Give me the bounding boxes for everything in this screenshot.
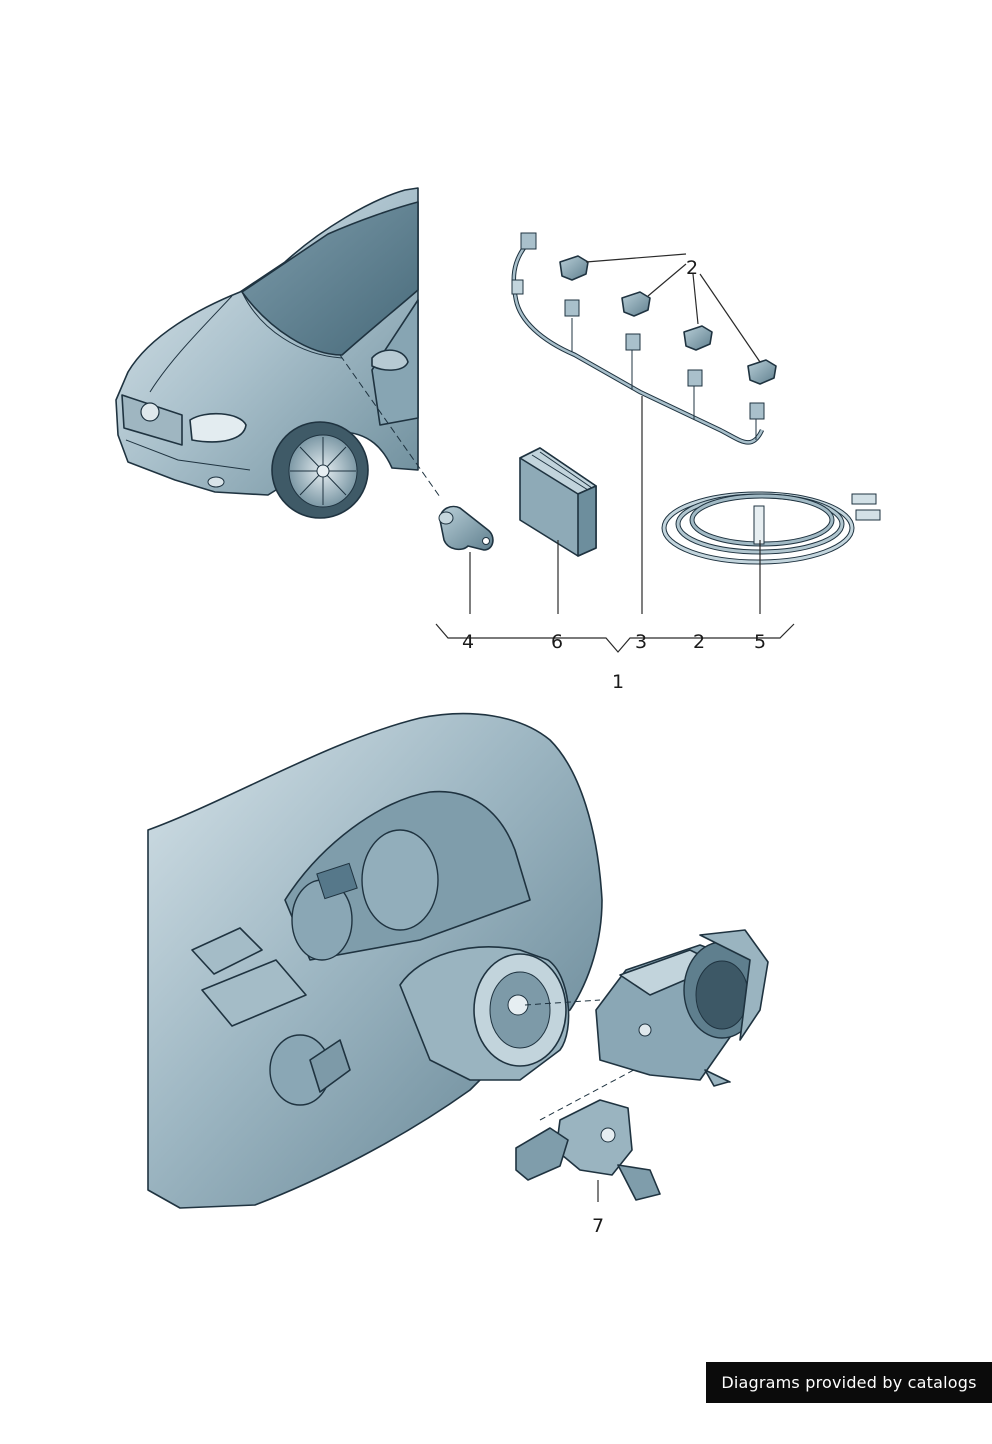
callout-2-top: 2 [686, 257, 698, 279]
mirror [371, 349, 409, 371]
dashboard-illustration [147, 712, 603, 1209]
part-5-cable [661, 491, 881, 565]
callout-5: 5 [754, 631, 766, 653]
callout-4: 4 [462, 631, 474, 653]
leader-lines-upper [435, 253, 795, 653]
credit-banner: Diagrams provided by catalogs parts [706, 1362, 992, 1433]
part-2-parking-sensors [559, 255, 777, 385]
callout-1: 1 [612, 671, 624, 693]
part-4-sensor [438, 505, 494, 551]
callout-6: 6 [551, 631, 563, 653]
callout-2-bottom: 2 [693, 631, 705, 653]
windshield [241, 201, 419, 356]
front-wheel [271, 421, 369, 519]
part-7-steering-column-switch [515, 929, 769, 1201]
speedometer [361, 829, 439, 931]
part-3-wiring-harness [511, 232, 765, 445]
callout-3: 3 [635, 631, 647, 653]
vw-badge [140, 402, 160, 422]
fog-light [207, 476, 225, 488]
headlight [189, 412, 247, 443]
callout-7: 7 [592, 1215, 604, 1237]
part-6-control-module [519, 447, 597, 557]
parts-diagram: 2 4 6 3 2 5 1 7 [115, 187, 881, 1237]
car-illustration [115, 187, 419, 519]
